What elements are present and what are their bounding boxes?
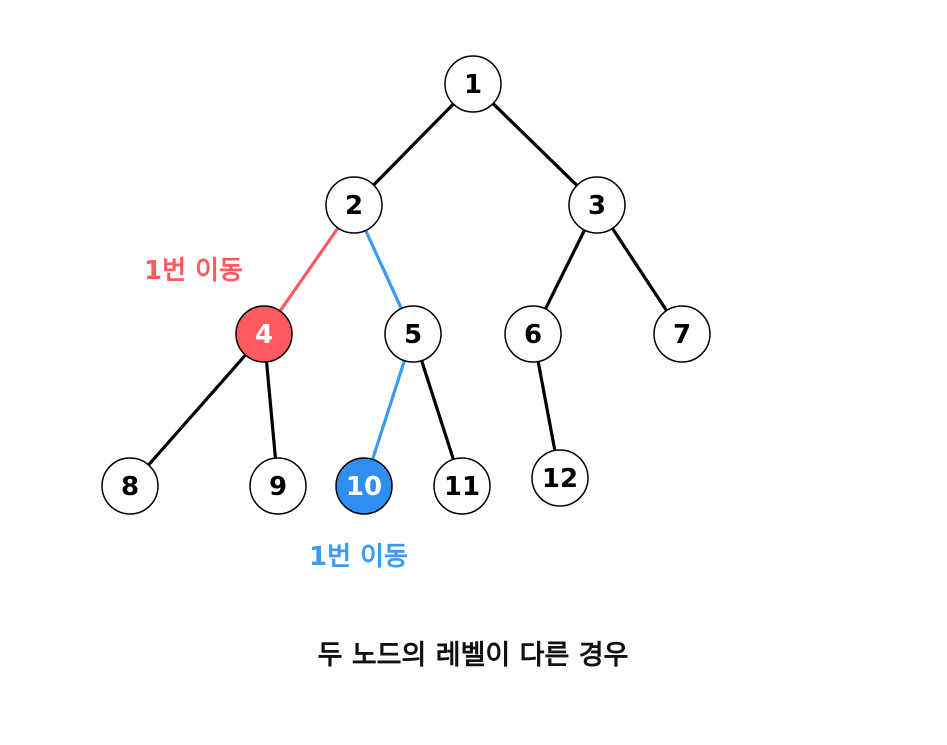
tree-node-9: 9 <box>249 457 307 515</box>
tree-node-1: 1 <box>444 55 502 113</box>
node-circle-3 <box>568 176 626 234</box>
tree-node-7: 7 <box>653 305 711 363</box>
tree-node-3: 3 <box>568 176 626 234</box>
blue-move-annotation: 1번 이동 <box>309 542 408 572</box>
edge-2-4 <box>278 226 340 313</box>
node-circle-5 <box>384 305 442 363</box>
edge-6-12 <box>536 359 557 453</box>
node-circle-2 <box>325 176 383 234</box>
node-circle-11 <box>433 457 491 515</box>
node-circle-8 <box>101 457 159 515</box>
edge-4-9 <box>264 360 278 460</box>
node-circle-7 <box>653 305 711 363</box>
node-label-4: 4 <box>255 320 273 350</box>
tree-node-10: 10 <box>335 457 393 515</box>
node-circle-10 <box>335 457 393 515</box>
node-circle-12 <box>531 449 589 507</box>
edge-3-7 <box>610 226 669 313</box>
edge-5-11 <box>419 359 456 461</box>
node-label-5: 5 <box>404 320 422 350</box>
node-circle-1 <box>444 55 502 113</box>
edge-5-10 <box>370 359 407 461</box>
node-circle-9 <box>249 457 307 515</box>
edge-1-3 <box>491 101 579 188</box>
red-move-annotation: 1번 이동 <box>144 256 243 286</box>
node-label-9: 9 <box>269 472 287 502</box>
tree-node-6: 6 <box>504 305 562 363</box>
node-circle-6 <box>504 305 562 363</box>
tree-node-2: 2 <box>325 176 383 234</box>
node-label-12: 12 <box>542 464 578 494</box>
edge-1-2 <box>372 102 455 187</box>
node-label-2: 2 <box>345 191 363 221</box>
edge-4-8 <box>146 353 248 467</box>
node-label-1: 1 <box>464 70 482 100</box>
edge-3-6 <box>543 228 587 311</box>
tree-edges <box>146 101 669 467</box>
node-label-11: 11 <box>444 472 480 502</box>
tree-node-8: 8 <box>101 457 159 515</box>
diagram-caption: 두 노드의 레벨이 다른 경우 <box>318 640 629 671</box>
tree-node-11: 11 <box>433 457 491 515</box>
tree-node-5: 5 <box>384 305 442 363</box>
node-circle-4 <box>235 305 293 363</box>
node-label-3: 3 <box>588 191 606 221</box>
node-label-6: 6 <box>524 320 542 350</box>
tree-node-12: 12 <box>531 449 589 507</box>
node-label-7: 7 <box>673 320 691 350</box>
node-label-10: 10 <box>346 472 382 502</box>
edge-2-5 <box>364 228 403 311</box>
tree-node-4: 4 <box>235 305 293 363</box>
node-label-8: 8 <box>121 472 139 502</box>
